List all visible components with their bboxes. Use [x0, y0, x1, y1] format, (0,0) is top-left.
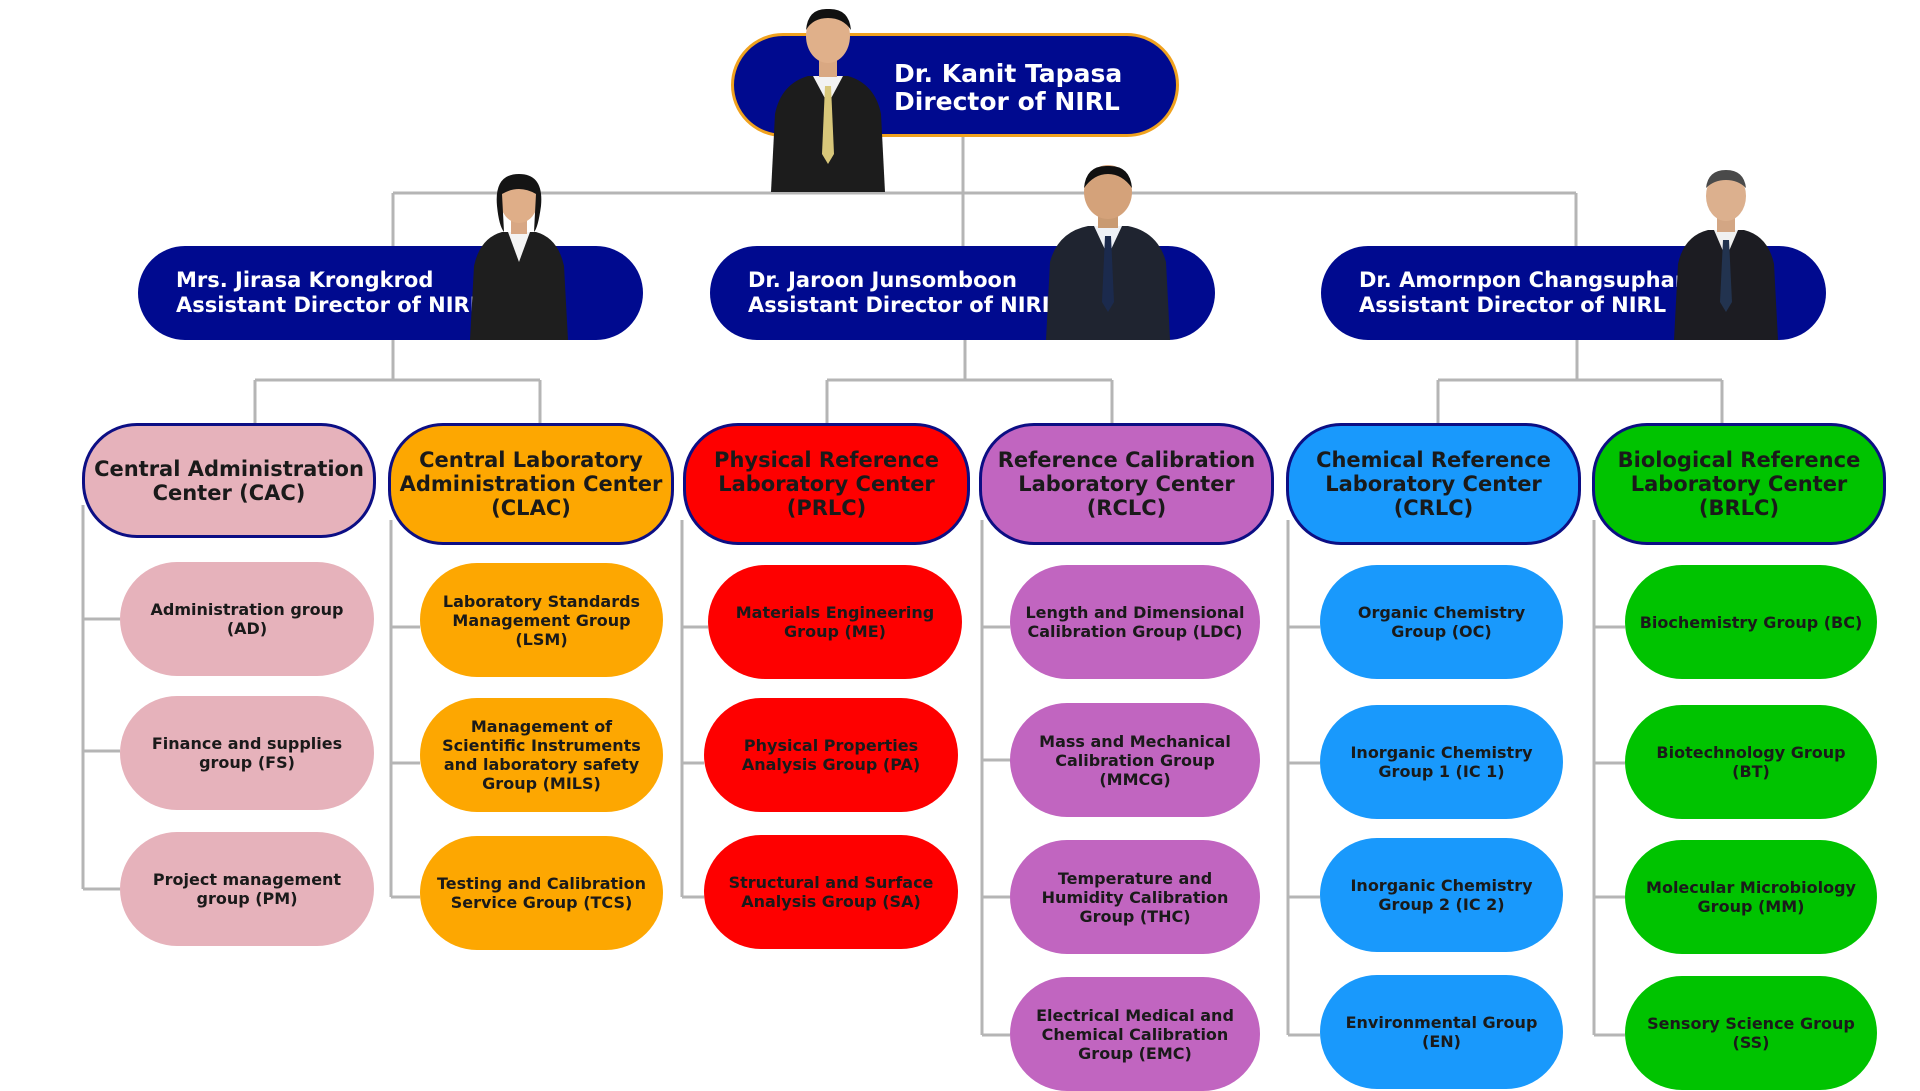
assistant-photo-1: [470, 174, 568, 340]
group-sa: Structural and Surface Analysis Group (S…: [704, 835, 958, 949]
assistant-title: Assistant Director of NIRL: [748, 293, 1056, 317]
center-clac: Central Laboratory Administration Center…: [388, 423, 674, 545]
group-ic2: Inorganic Chemistry Group 2 (IC 2): [1320, 838, 1563, 952]
assistant-photo-3: [1674, 170, 1778, 340]
group-pm: Project management group (PM): [120, 832, 374, 946]
center-cac: Central Administration Center (CAC): [82, 423, 376, 538]
group-bt: Biotechnology Group (BT): [1625, 705, 1877, 819]
group-oc: Organic Chemistry Group (OC): [1320, 565, 1563, 679]
group-tcs: Testing and Calibration Service Group (T…: [420, 836, 663, 950]
group-pa: Physical Properties Analysis Group (PA): [704, 698, 958, 812]
center-brlc: Biological Reference Laboratory Center (…: [1592, 423, 1886, 545]
assistant-name: Dr. Amornpon Changsuphan: [1359, 268, 1690, 292]
group-thc: Temperature and Humidity Calibration Gro…: [1010, 840, 1260, 954]
assistant-title: Assistant Director of NIRL: [1359, 293, 1667, 317]
assistant-photo-2: [1046, 165, 1170, 340]
group-fs: Finance and supplies group (FS): [120, 696, 374, 810]
director-name: Dr. Kanit Tapasa: [894, 59, 1123, 88]
group-en: Environmental Group (EN): [1320, 975, 1563, 1089]
director-photo: [771, 8, 885, 192]
group-mmcg: Mass and Mechanical Calibration Group (M…: [1010, 703, 1260, 817]
assistant-name: Dr. Jaroon Junsomboon: [748, 268, 1017, 292]
group-mm: Molecular Microbiology Group (MM): [1625, 840, 1877, 954]
group-ss: Sensory Science Group (SS): [1625, 976, 1877, 1090]
group-emc: Electrical Medical and Chemical Calibrat…: [1010, 977, 1260, 1091]
assistant-name: Mrs. Jirasa Krongkrod: [176, 268, 434, 292]
center-rclc: Reference Calibration Laboratory Center …: [979, 423, 1274, 545]
group-bc: Biochemistry Group (BC): [1625, 565, 1877, 679]
assistant-title: Assistant Director of NIRL: [176, 293, 484, 317]
group-ldc: Length and Dimensional Calibration Group…: [1010, 565, 1260, 679]
center-crlc: Chemical Reference Laboratory Center (CR…: [1286, 423, 1581, 545]
center-prlc: Physical Reference Laboratory Center (PR…: [683, 423, 970, 545]
director-title: Director of NIRL: [894, 87, 1120, 116]
group-lsm: Laboratory Standards Management Group (L…: [420, 563, 663, 677]
group-mils: Management of Scientific Instruments and…: [420, 698, 663, 812]
group-ic1: Inorganic Chemistry Group 1 (IC 1): [1320, 705, 1563, 819]
group-ad: Administration group (AD): [120, 562, 374, 676]
group-me: Materials Engineering Group (ME): [708, 565, 962, 679]
